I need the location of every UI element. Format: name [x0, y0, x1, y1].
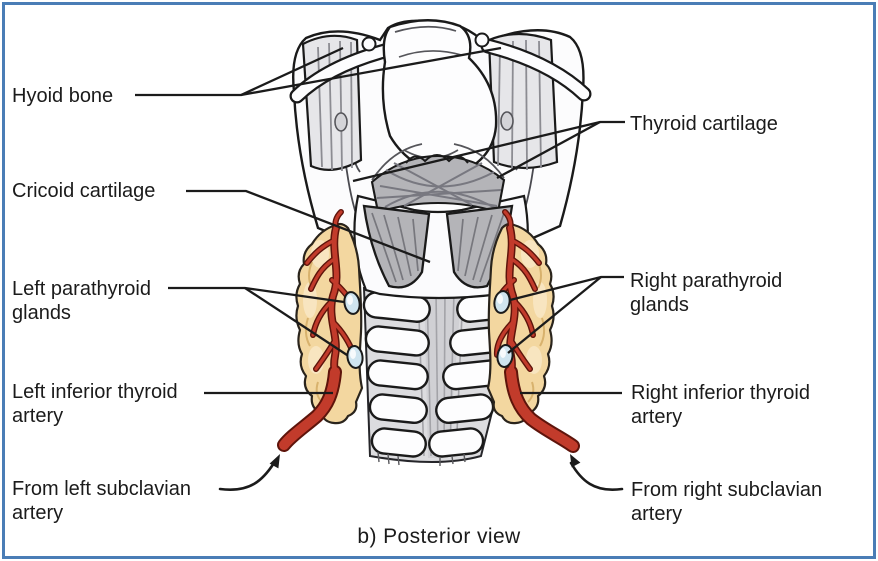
label-from-right-subclavian: From right subclavian artery — [631, 479, 823, 525]
posterior-cricoarytenoid-left — [362, 204, 431, 289]
label-left-parathyroid: Left parathyroid glands — [12, 278, 151, 324]
arrow-right-subclavian — [569, 461, 624, 492]
foramen-right — [500, 111, 514, 131]
label-thyroid-cartilage: Thyroid cartilage — [630, 113, 778, 135]
label-cricoid-cartilage: Cricoid cartilage — [12, 180, 156, 202]
parathyroid-glands — [343, 290, 514, 369]
foramen-left — [334, 112, 348, 132]
label-hyoid-bone: Hyoid bone — [12, 85, 114, 107]
arrow-left-subclavian — [218, 461, 276, 492]
label-left-inferior-thyroid: Left inferior thyroid artery — [12, 381, 178, 427]
trachea — [362, 287, 525, 466]
trachea-bottom-fringe — [377, 451, 466, 466]
label-right-parathyroid: Right parathyroid glands — [630, 270, 783, 316]
leader-lines — [135, 46, 625, 492]
leader-cricoid-cartilage — [186, 189, 431, 264]
hyoid-bone-shape — [289, 32, 592, 104]
label-right-inferior-thyroid: Right inferior thyroid artery — [631, 382, 810, 428]
arrowhead-left — [269, 454, 280, 469]
figure-caption: b) Posterior view — [357, 525, 521, 548]
arrowhead-right — [570, 454, 581, 468]
label-from-left-subclavian: From left subclavian artery — [12, 478, 191, 524]
